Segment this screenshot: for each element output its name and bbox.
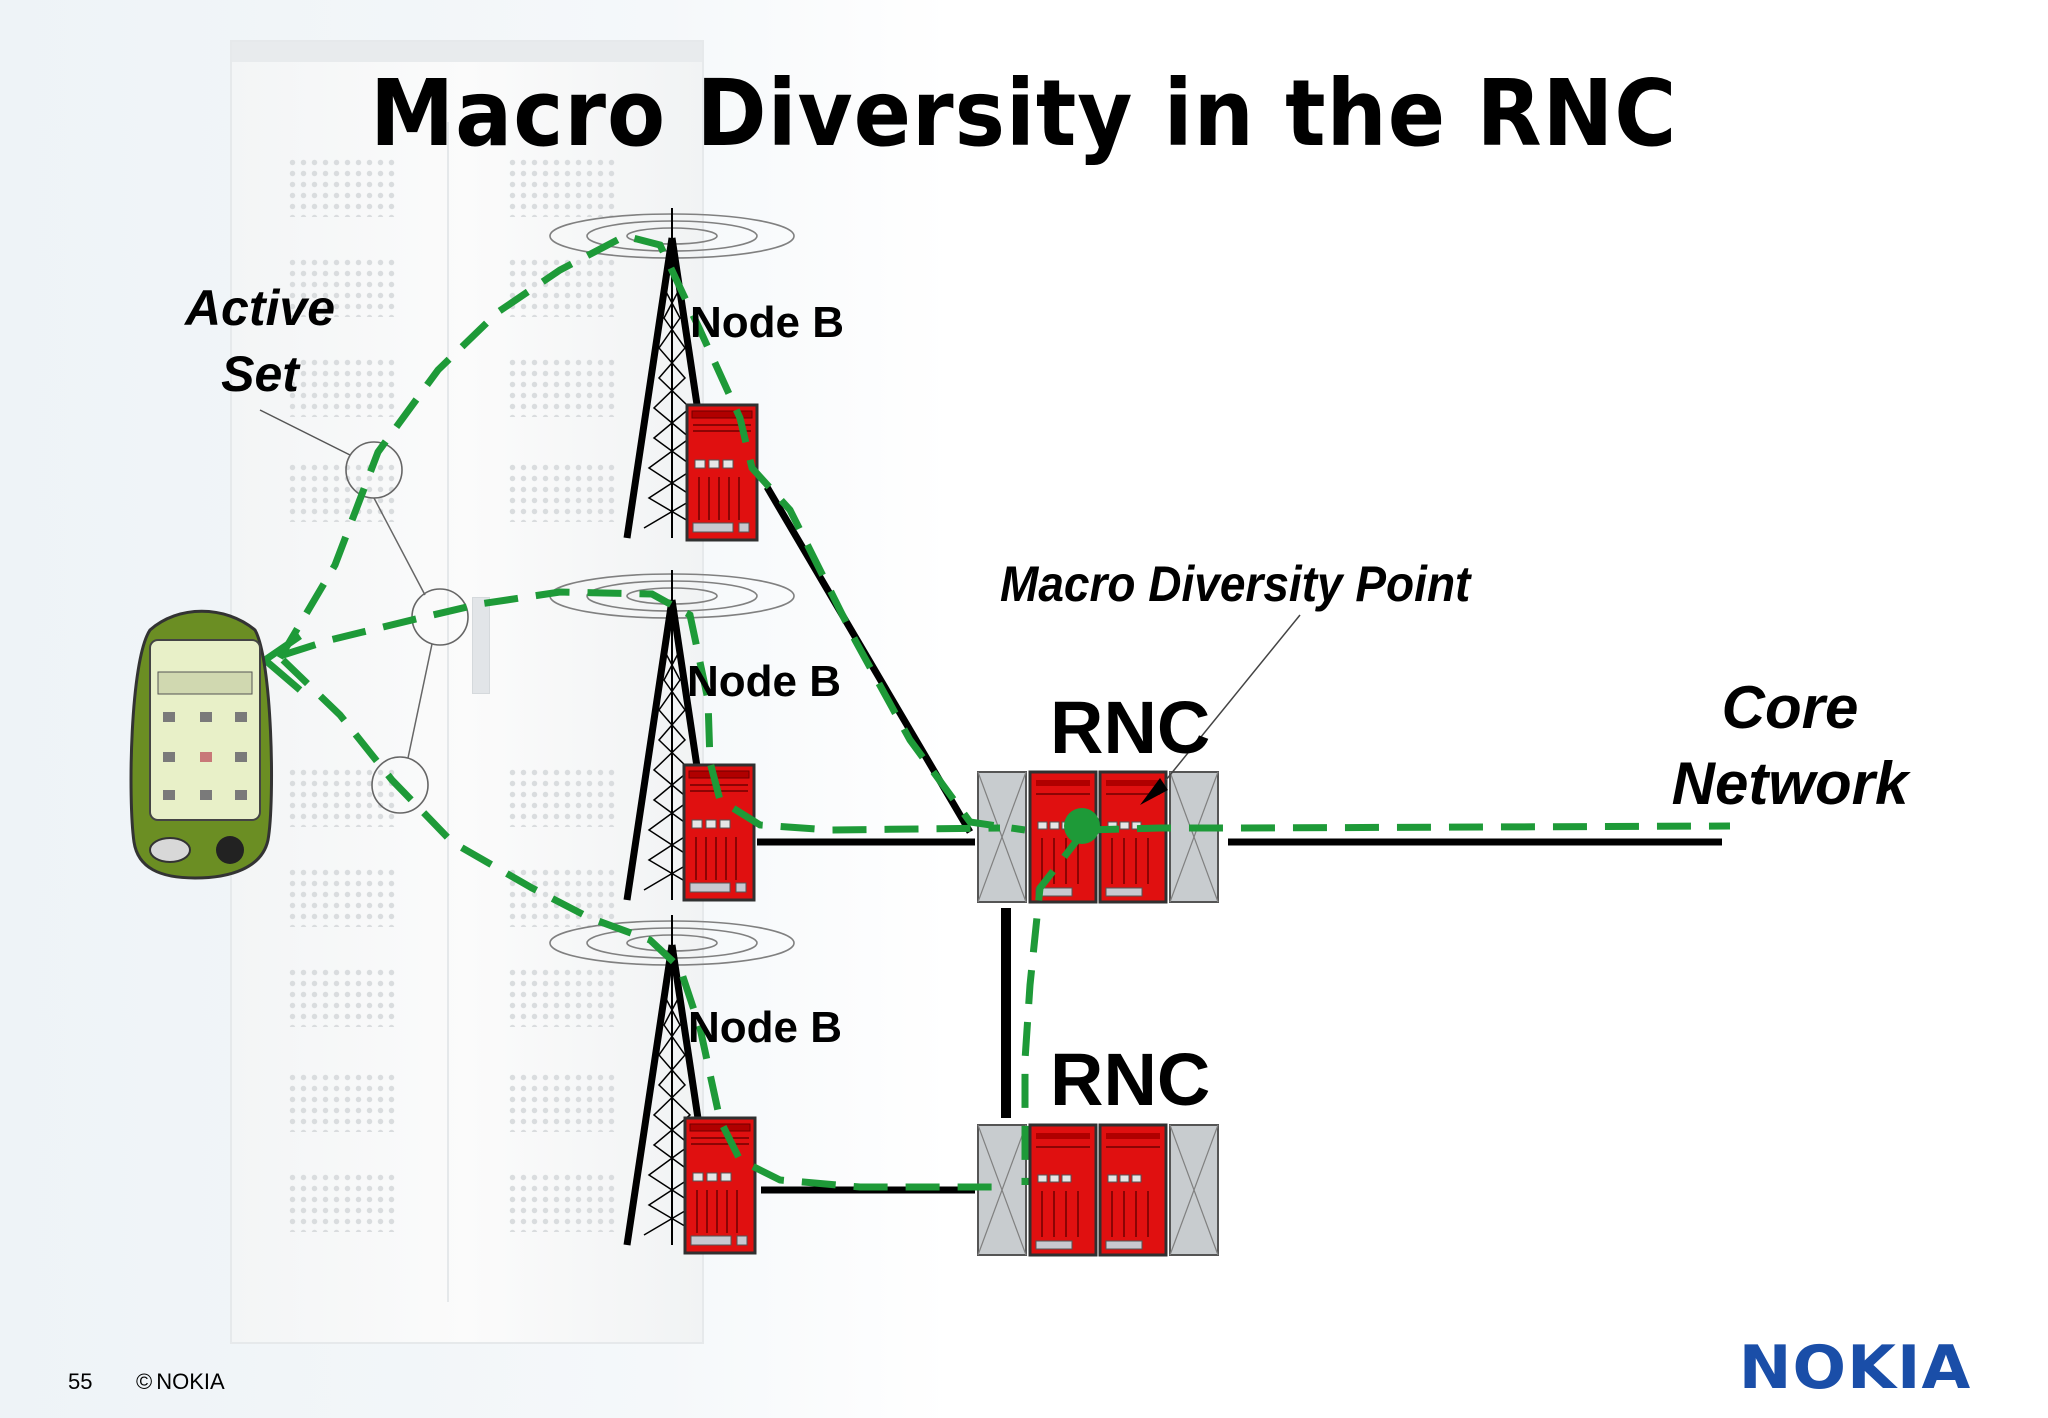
mdp-arrowhead — [1140, 778, 1168, 805]
cabinet-vent — [507, 157, 617, 217]
active-set-label-line2: Set — [221, 346, 299, 402]
node-b-label-1: Node B — [690, 298, 844, 347]
cabinet-vent — [287, 1072, 397, 1132]
mobile-phone-icon — [129, 609, 274, 880]
active-set-label: Active Set — [150, 275, 370, 407]
nokia-logo: NOKIA — [1738, 1333, 1972, 1403]
active-set-circle — [411, 588, 469, 646]
copyright-symbol: © — [136, 1369, 153, 1394]
mdp-pointer — [1165, 614, 1301, 781]
cabinet-vent — [507, 967, 617, 1027]
active-set-label-line1: Active — [184, 280, 336, 336]
node-b-label-2: Node B — [687, 657, 841, 706]
rnc-cabinet-icon — [976, 1123, 1220, 1257]
cabinet-vent — [287, 767, 397, 827]
cabinet-top — [232, 42, 702, 62]
radio-path-rnc-rnc — [1021, 827, 1088, 1185]
cabinet-vent — [507, 462, 617, 522]
macro-diversity-point-label: Macro Diversity Point — [1000, 556, 1471, 612]
cabinet-vent — [287, 967, 397, 1027]
background-cabinet-image — [230, 40, 704, 1344]
node-b-label-3: Node B — [688, 1003, 842, 1052]
active-set-connector — [407, 643, 433, 759]
cabinet-door-split — [447, 122, 449, 1302]
rnc-cabinet-icon — [976, 770, 1220, 904]
diversity-point-dot — [1064, 808, 1100, 844]
cabinet-vent — [507, 1072, 617, 1132]
path-arrow-head — [262, 657, 303, 693]
cabinet-vent — [287, 157, 397, 217]
base-station-cabinet-icon — [683, 1116, 757, 1255]
rnc-label-2: RNC — [1050, 1038, 1211, 1121]
core-network-label: Core Network — [1650, 670, 1930, 822]
active-set-circle — [371, 756, 429, 814]
active-set-pointer — [259, 409, 351, 456]
core-network-label-line2: Network — [1671, 750, 1909, 817]
cabinet-vent — [287, 462, 397, 522]
core-network-label-line1: Core — [1721, 674, 1859, 741]
cabinet-handle — [472, 597, 490, 694]
radio-path-core — [1084, 822, 1731, 834]
cabinet-vent — [507, 867, 617, 927]
copyright-text: NOKIA — [156, 1369, 225, 1394]
radio-path-nodeb2 — [281, 588, 1001, 834]
cabinet-vent — [507, 357, 617, 417]
path-arrow-head — [263, 633, 302, 663]
radio-paths — [276, 232, 1731, 1191]
radio-path-nodeb1 — [276, 232, 1026, 834]
active-set-connector — [373, 497, 426, 596]
page-number: 55 — [68, 1369, 93, 1394]
rnc-label-1: RNC — [1050, 686, 1211, 769]
cabinet-vent — [287, 867, 397, 927]
base-station-cabinet-icon — [685, 403, 759, 542]
slide-title: Macro Diversity in the RNC — [370, 60, 1678, 167]
cabinet-vent — [287, 257, 397, 317]
cabinet-vent — [287, 1172, 397, 1232]
cabinet-vent — [507, 767, 617, 827]
active-set-markers — [259, 409, 469, 814]
cabinet-vent — [287, 357, 397, 417]
cabinet-vent — [507, 1172, 617, 1232]
radio-path-nodeb3 — [280, 657, 1000, 1191]
copyright: ©NOKIA — [136, 1369, 225, 1395]
